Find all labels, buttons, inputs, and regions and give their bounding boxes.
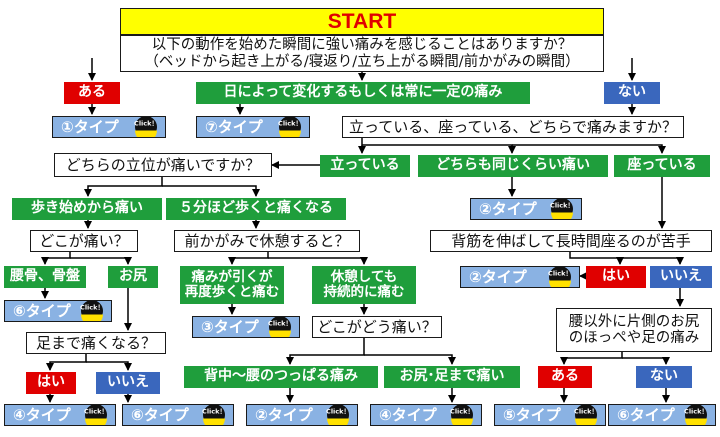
question-which-standing: どちらの立位が痛いですか？ (54, 153, 272, 177)
type-7-link[interactable]: ⑦タイプ Click！ (196, 116, 310, 138)
click-text: Click！ (548, 270, 572, 278)
click-badge-icon: Click！ (548, 267, 572, 287)
answer-pain-eases-line1: 痛みが引くが (191, 268, 273, 285)
click-text: Click！ (326, 408, 350, 416)
question-sudden-pain: 以下の動作を始めた瞬間に強い痛みを感じることはありますか？ （ベッドから起き上が… (120, 35, 604, 72)
click-badge-icon: Click！ (326, 405, 350, 425)
type-3-link[interactable]: ③タイプ Click！ (192, 316, 300, 338)
question-where-1: どこが痛い？ (30, 230, 138, 252)
click-text: Click！ (684, 408, 708, 416)
type-6c-link[interactable]: ⑥タイプ Click！ (608, 404, 716, 426)
type-6c-label: ⑥タイプ (617, 405, 675, 424)
answer-aru-4: ある (538, 366, 592, 388)
question-cheek-pain-line1: 腰以外に片側のお尻 (568, 313, 700, 330)
click-badge-icon: Click！ (450, 405, 474, 425)
type-2a-label: ②タイプ (479, 199, 537, 218)
click-badge-icon: Click！ (268, 317, 292, 337)
click-badge-icon: Click！ (80, 301, 104, 321)
click-text: Click！ (80, 304, 104, 312)
answer-back-tight: 背中～腰のつっぱる痛み (184, 366, 378, 388)
question-bend-rest: 前かがみで休憩すると？ (174, 230, 360, 252)
type-7-label: ⑦タイプ (205, 117, 263, 136)
type-4b-label: ④タイプ (379, 405, 437, 424)
click-text: Click！ (268, 320, 292, 328)
type-1-label: ①タイプ (61, 117, 119, 136)
answer-nai-4: ない (636, 366, 692, 388)
start-title: START (120, 8, 604, 35)
answer-pain-eases: 痛みが引くが 再度歩くと痛む (180, 266, 284, 304)
question-posture: 立っている、座っている、どちらで痛みますか？ (342, 116, 684, 138)
answer-hai-3: はい (26, 372, 76, 394)
type-4a-label: ④タイプ (13, 405, 71, 424)
answer-hip-pelvis: 腰骨、骨盤 (4, 266, 86, 288)
answer-rest-continue: 休憩しても 持続的に痛む (312, 266, 416, 304)
click-text: Click！ (84, 408, 108, 416)
question-where-how: どこがどう痛い？ (312, 316, 442, 338)
type-6a-label: ⑥タイプ (13, 301, 71, 320)
click-text: Click！ (134, 120, 158, 128)
answer-nai-1: ない (604, 82, 660, 104)
click-badge-icon: Click！ (684, 405, 708, 425)
answer-walk-start: 歩き始めから痛い (12, 198, 162, 220)
type-2b-link[interactable]: ②タイプ Click！ (460, 266, 580, 288)
answer-iie-3: いいえ (96, 372, 160, 394)
answer-aru-1: ある (64, 82, 120, 104)
answer-iie-2: いいえ (650, 266, 712, 288)
question-back-stretch: 背筋を伸ばして長時間座るのが苦手 (430, 230, 712, 252)
answer-rest-continue-line2: 持続的に痛む (323, 284, 405, 300)
question-foot-pain: 足まで痛くなる？ (26, 332, 166, 354)
answer-daily-change: 日によって変化するもしくは常に一定の痛み (196, 82, 530, 104)
question-sudden-pain-line2: （ベッドから起き上がる/寝返り/立ち上がる瞬間/前かがみの瞬間） (144, 53, 580, 70)
click-text: Click！ (278, 120, 302, 128)
type-6b-link[interactable]: ⑥タイプ Click！ (122, 404, 234, 426)
click-badge-icon: Click！ (84, 405, 108, 425)
click-text: Click！ (574, 408, 598, 416)
question-sudden-pain-line1: 以下の動作を始めた瞬間に強い痛みを感じることはありますか？ (151, 37, 573, 54)
answer-rest-continue-line1: 休憩しても (330, 268, 398, 285)
type-2c-link[interactable]: ②タイプ Click！ (246, 404, 358, 426)
type-2a-link[interactable]: ②タイプ Click！ (470, 198, 582, 220)
click-badge-icon: Click！ (134, 117, 158, 137)
type-1-link[interactable]: ①タイプ Click！ (52, 116, 166, 138)
answer-hai-2: はい (586, 266, 646, 288)
click-badge-icon: Click！ (202, 405, 226, 425)
click-text: Click！ (450, 408, 474, 416)
answer-both-painful: どちらも同じくらい痛い (418, 155, 608, 177)
question-cheek-pain: 腰以外に片側のお尻 のほっぺや足の痛み (556, 308, 712, 352)
type-6a-link[interactable]: ⑥タイプ Click！ (4, 300, 112, 322)
type-5-link[interactable]: ⑤タイプ Click！ (494, 404, 606, 426)
type-4b-link[interactable]: ④タイプ Click！ (370, 404, 482, 426)
click-badge-icon: Click！ (278, 117, 302, 137)
answer-pain-eases-line2: 再度歩くと痛む (184, 284, 280, 300)
answer-buttock: お尻 (108, 266, 158, 288)
answer-buttock-foot: お尻･足まで痛い (384, 366, 520, 388)
click-text: Click！ (202, 408, 226, 416)
question-cheek-pain-line2: のほっぺや足の痛み (568, 330, 700, 346)
answer-5min-walk: ５分ほど歩くと痛くなる (166, 198, 346, 220)
type-2b-label: ②タイプ (469, 267, 527, 286)
click-badge-icon: Click！ (550, 199, 574, 219)
click-badge-icon: Click！ (574, 405, 598, 425)
type-4a-link[interactable]: ④タイプ Click！ (4, 404, 116, 426)
type-2c-label: ②タイプ (255, 405, 313, 424)
type-6b-label: ⑥タイプ (131, 405, 189, 424)
type-5-label: ⑤タイプ (503, 405, 561, 424)
type-3-label: ③タイプ (201, 317, 259, 336)
click-text: Click！ (550, 202, 574, 210)
answer-sitting: 座っている (614, 155, 710, 177)
answer-standing: 立っている (320, 155, 410, 177)
